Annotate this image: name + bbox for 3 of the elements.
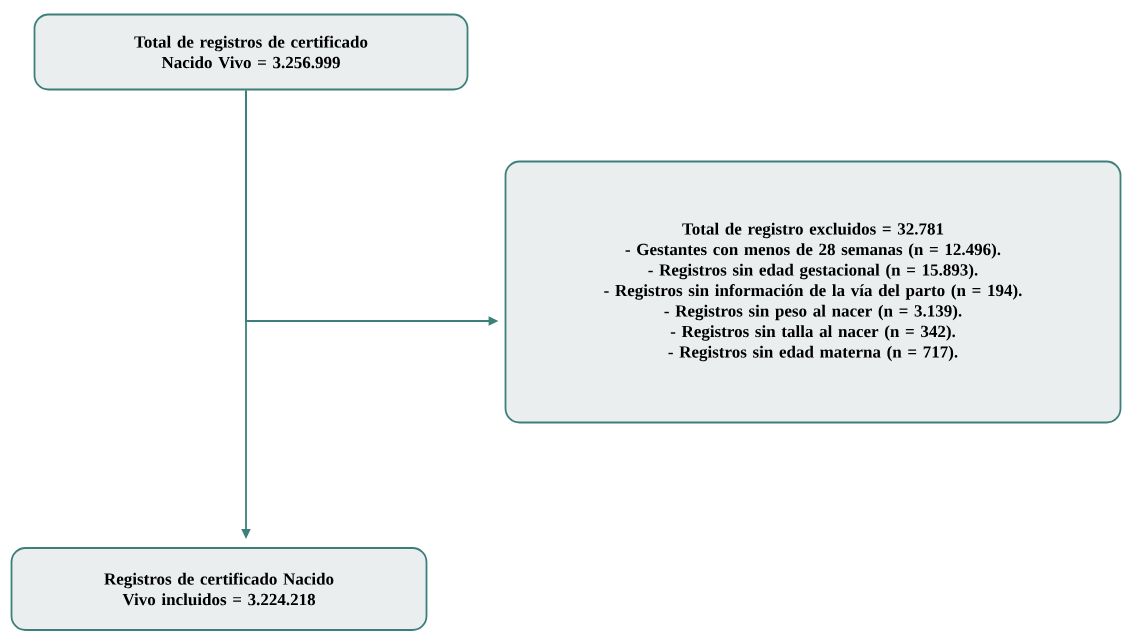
process-box: Total de registros de certificado Nacido Vivo = 3.256.999	[33, 13, 469, 91]
process-box: Total de registro excluidos = 32.781 - Gestantes con menos de 28 semanas (n = 12.496). - Registros sin edad gestacional (n = 15.893). - Registros sin información de la vía del parto (n = 194). - Registros sin peso al nacer (n = 3.139). - Registros sin talla al nacer (n = 342). - Registros sin edad materna (n = 717).	[504, 160, 1122, 424]
process-box: Registros de certificado Nacido Vivo incluidos = 3.224.218	[10, 547, 428, 631]
